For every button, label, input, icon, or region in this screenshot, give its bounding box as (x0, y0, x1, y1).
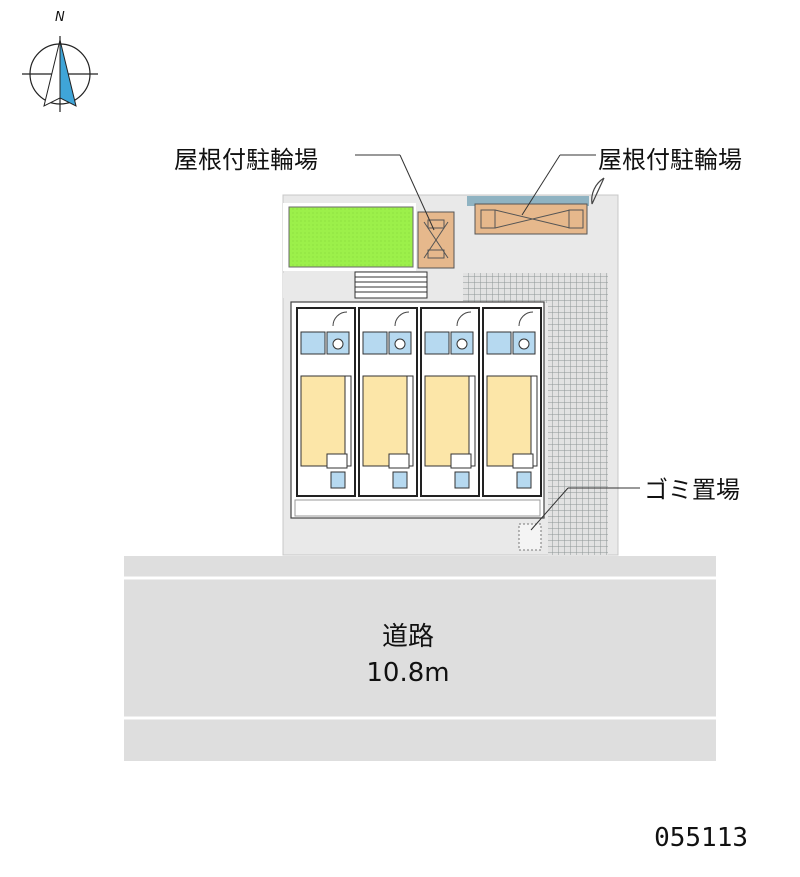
living-room (362, 375, 408, 467)
north-label: N (55, 10, 65, 25)
toilet-icon (456, 338, 468, 350)
bicycle-shed-right (467, 177, 605, 235)
kitchen-counter (530, 375, 538, 467)
toilet-icon (332, 338, 344, 350)
compass-north-arrow-icon (22, 36, 98, 112)
balcony-drain (330, 471, 346, 489)
kitchen-counter (406, 375, 414, 467)
road-name: 道路 (382, 622, 434, 652)
bicycle-parking-label-left: 屋根付駐輪場 (174, 146, 318, 174)
living-room (424, 375, 470, 467)
kitchen-counter (468, 375, 476, 467)
balcony-drain (454, 471, 470, 489)
toilet-icon (518, 338, 530, 350)
bicycle-parking-label-right: 屋根付駐輪場 (598, 146, 742, 174)
living-room (486, 375, 532, 467)
road-width: 10.8m (366, 658, 449, 688)
appliance-box (326, 453, 348, 469)
apartment-building (290, 301, 545, 519)
living-room (300, 375, 346, 467)
kitchen-counter (344, 375, 352, 467)
bathroom (362, 331, 388, 355)
garbage-area (518, 523, 542, 551)
door-swing (518, 311, 534, 327)
appliance-box (388, 453, 410, 469)
appliance-box (512, 453, 534, 469)
callouts: 屋根付駐輪場 屋根付駐輪場 ゴミ置場 (174, 146, 742, 531)
balcony-drain (392, 471, 408, 489)
property-code: 055113 (654, 823, 748, 853)
garden-area (283, 203, 416, 271)
bathroom (424, 331, 450, 355)
tiled-corridor (463, 273, 608, 555)
bicycle-shed-left (417, 211, 455, 269)
bathroom (300, 331, 326, 355)
entrance-steps (354, 271, 428, 299)
bathroom (486, 331, 512, 355)
road: 道路 10.8m (124, 556, 716, 761)
balcony-drain (516, 471, 532, 489)
appliance-box (450, 453, 472, 469)
door-swing (332, 311, 348, 327)
compass: N (22, 10, 98, 112)
units-layer (296, 307, 542, 497)
door-swing (456, 311, 472, 327)
door-swing (394, 311, 410, 327)
garbage-area-label: ゴミ置場 (644, 476, 740, 504)
toilet-icon (394, 338, 406, 350)
